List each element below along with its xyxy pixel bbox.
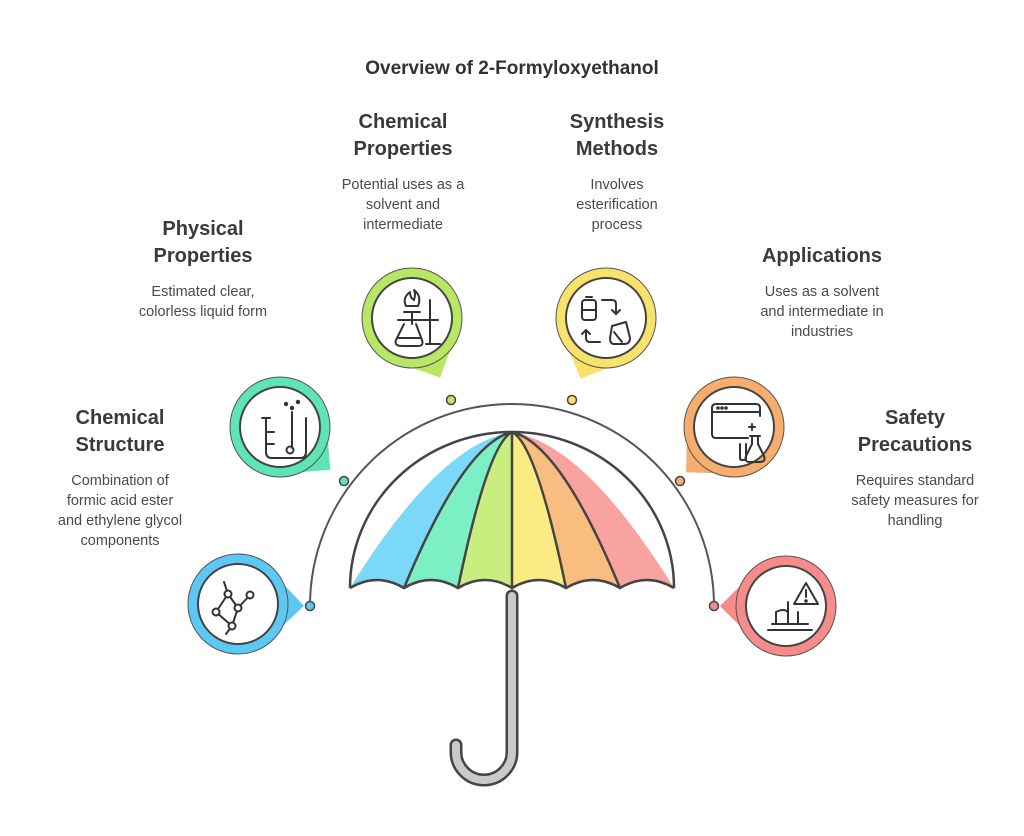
physical-properties-arc-dot bbox=[338, 475, 350, 487]
safety-precautions-arc-dot bbox=[708, 600, 720, 612]
umbrella-panel bbox=[512, 432, 674, 588]
synthesis-methods-arc-dot bbox=[566, 394, 578, 406]
canopy-rib bbox=[402, 430, 513, 589]
applications-bubble-inner bbox=[693, 386, 775, 468]
canopy-rib bbox=[511, 430, 622, 589]
physical-properties-heading: Physical Properties bbox=[153, 218, 253, 267]
applications-arc-dot bbox=[674, 475, 686, 487]
umbrella-panel bbox=[512, 432, 620, 588]
umbrella-panel bbox=[512, 432, 566, 588]
safety-precautions-bubble-inner bbox=[745, 565, 827, 647]
umbrella-handle-fill bbox=[452, 592, 516, 784]
umbrella-ribs bbox=[348, 430, 676, 590]
chemical-structure-bubble-outline bbox=[187, 553, 289, 655]
safety-precautions-description: Requires standard safety measures for ha… bbox=[851, 473, 979, 529]
synthesis-methods-description: Involves esterification process bbox=[576, 177, 658, 233]
chemical-structure-heading: Chemical Structure bbox=[75, 407, 165, 456]
chemical-properties-description: Potential uses as a solvent and intermed… bbox=[341, 177, 465, 233]
chemical-properties-arc-dot bbox=[445, 394, 457, 406]
warning-ship-icon bbox=[767, 582, 819, 631]
chemical-structure-description: Combination of formic acid ester and eth… bbox=[57, 473, 183, 549]
physical-properties-bubble-outline bbox=[229, 376, 331, 478]
umbrella-handle bbox=[449, 589, 519, 787]
safety-precautions-block: Safety Precautions Requires standard saf… bbox=[820, 405, 1010, 531]
physical-properties-block: Physical Properties Estimated clear, col… bbox=[103, 216, 303, 322]
diagram-title: Overview of 2-Formyloxyethanol bbox=[365, 58, 659, 79]
conversion-icon bbox=[581, 296, 631, 345]
umbrella-panel bbox=[350, 432, 512, 588]
chemical-properties-block: Chemical Properties Potential uses as a … bbox=[313, 109, 493, 235]
molecule-icon bbox=[211, 581, 255, 635]
applications-block: Applications Uses as a solvent and inter… bbox=[722, 243, 922, 342]
synthesis-methods-heading: Synthesis Methods bbox=[569, 111, 665, 160]
applications-heading: Applications bbox=[761, 245, 882, 267]
safety-precautions-bubble-outline bbox=[735, 555, 837, 657]
beaker-icon bbox=[261, 399, 307, 459]
umbrella-panel bbox=[458, 432, 512, 588]
chemical-structure-arc-dot bbox=[304, 600, 316, 612]
synthesis-methods-block: Synthesis Methods Involves esterificatio… bbox=[527, 109, 707, 235]
safety-precautions-bubble-pointer bbox=[720, 585, 741, 627]
chemical-structure-block: Chemical Structure Combination of formic… bbox=[30, 405, 210, 551]
safety-precautions-heading: Safety Precautions bbox=[857, 407, 973, 456]
physical-properties-bubble-inner bbox=[239, 386, 321, 468]
lab-burner-icon bbox=[394, 289, 441, 347]
physical-properties-description: Estimated clear, colorless liquid form bbox=[138, 284, 268, 320]
synthesis-methods-bubble-inner bbox=[565, 277, 647, 359]
connector-arc bbox=[309, 403, 715, 607]
applications-bubble-outline bbox=[683, 376, 785, 478]
chemical-structure-bubble-pointer bbox=[283, 584, 304, 626]
umbrella-panel bbox=[404, 432, 512, 588]
browser-flask-icon bbox=[711, 403, 766, 463]
applications-description: Uses as a solvent and intermediate in in… bbox=[760, 284, 884, 340]
canopy-rib bbox=[456, 430, 513, 589]
chemical-properties-heading: Chemical Properties bbox=[353, 111, 453, 160]
chemical-properties-bubble-outline bbox=[361, 267, 463, 369]
synthesis-methods-bubble-outline bbox=[555, 267, 657, 369]
umbrella-canopy bbox=[350, 432, 674, 588]
canopy-rib bbox=[511, 430, 568, 589]
